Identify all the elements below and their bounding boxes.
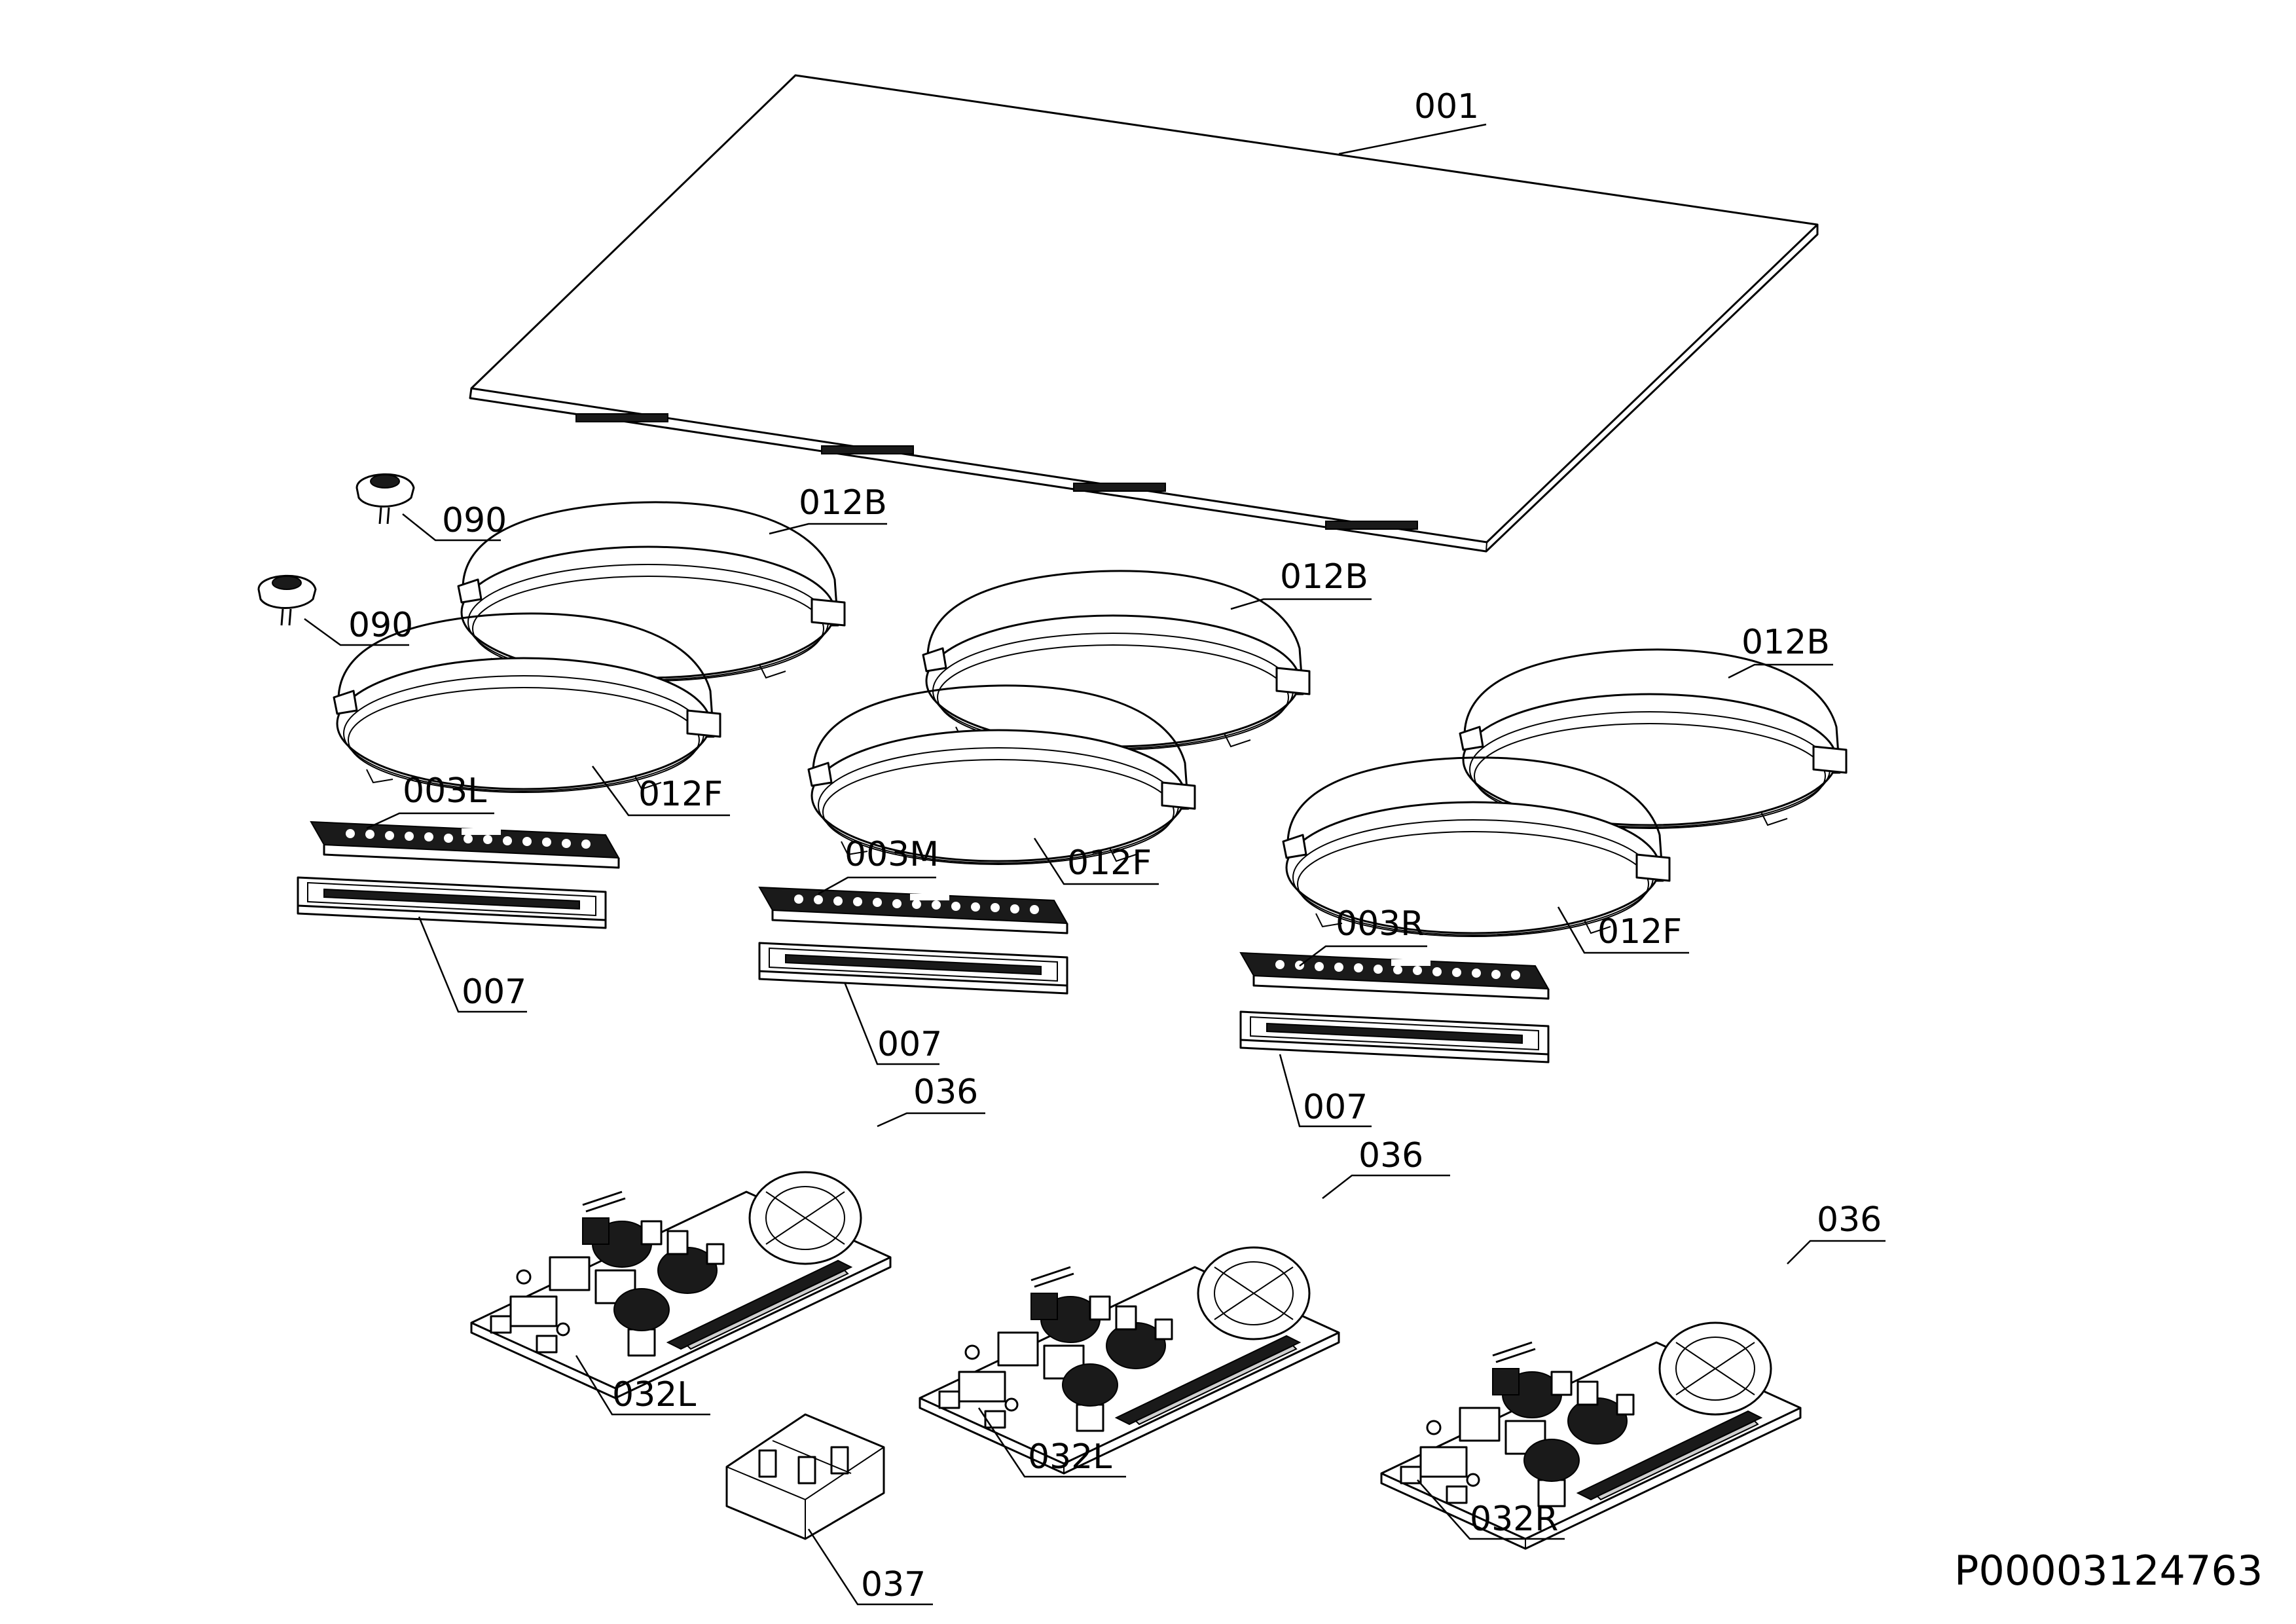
label-003M: 003M (845, 835, 939, 874)
label-012F-right: 012F (1597, 912, 1682, 951)
leader-lines (304, 123, 1886, 1606)
keypad-holder-left (297, 876, 607, 929)
label-012F-left: 012F (638, 775, 723, 814)
label-007-right: 007 (1303, 1088, 1368, 1127)
label-036-right: 036 (1817, 1200, 1882, 1240)
label-012B-right: 012B (1741, 623, 1830, 662)
label-012F-middle: 012F (1067, 843, 1152, 883)
control-board-left (310, 821, 620, 869)
label-032R: 032R (1470, 1500, 1558, 1539)
label-036-middle: 036 (1358, 1136, 1423, 1175)
power-board-left (470, 1171, 892, 1399)
label-012B-left: 012B (799, 483, 887, 523)
label-032L-left: 032L (612, 1375, 696, 1414)
label-007-left: 007 (462, 972, 526, 1012)
label-007-middle: 007 (877, 1025, 942, 1064)
label-001: 001 (1414, 87, 1479, 126)
induction-coil-back-right (1459, 648, 1848, 830)
label-090-upper: 090 (442, 501, 507, 540)
glass-cooktop-panel (469, 74, 1819, 553)
keypad-holder-right (1239, 1010, 1550, 1063)
label-037: 037 (861, 1565, 926, 1604)
label-090-lower: 090 (348, 606, 413, 645)
power-board-right (1380, 1321, 1802, 1550)
knob-upper (355, 473, 415, 525)
document-id: P00003124763 (1954, 1547, 2263, 1595)
power-board-middle (919, 1246, 1340, 1475)
label-036-left: 036 (913, 1073, 978, 1112)
control-board-right (1239, 951, 1550, 1000)
label-003R: 003R (1336, 904, 1424, 944)
control-board-middle (758, 886, 1068, 934)
keypad-holder-middle (758, 942, 1068, 995)
filter-module (725, 1413, 885, 1540)
label-032L-middle: 032L (1028, 1437, 1112, 1477)
label-012B-middle: 012B (1280, 557, 1368, 597)
knob-lower (257, 574, 317, 626)
induction-coil-back-middle (922, 570, 1311, 751)
label-003L: 003L (403, 771, 486, 811)
